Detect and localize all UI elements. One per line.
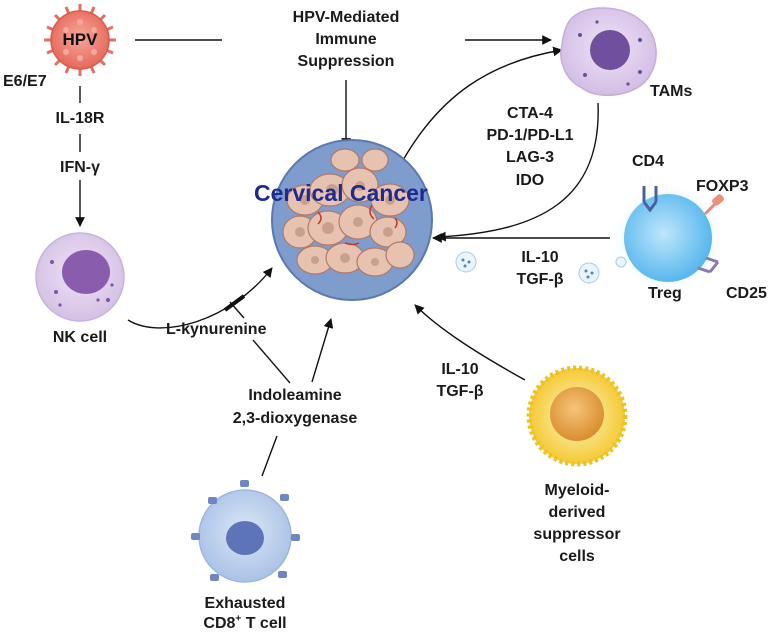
cd25-receptor-icon	[697, 256, 720, 274]
cd4-receptor-icon	[642, 186, 658, 213]
mdsc-cell-icon	[526, 365, 628, 467]
ido-to-cancer-arrow	[311, 318, 334, 383]
e6-e7-label: E6/E7	[3, 73, 47, 90]
ifn-gamma-label: IFN-γ	[60, 159, 100, 176]
nk-cell-icon	[35, 232, 125, 322]
treg-cytokine-2: TGF-β	[516, 271, 564, 288]
nk-to-cancer-arrow	[127, 267, 273, 329]
treg-cytokine-1: IL-10	[521, 249, 559, 266]
kyn-inhibit-bar	[223, 294, 246, 312]
mdsc-to-cancer-arrow	[414, 304, 526, 381]
tumor-nuclei	[295, 181, 395, 266]
mdsc-label-4: cells	[559, 548, 595, 565]
cytokine-vesicles	[455, 251, 627, 284]
ido-line2: 2,3-dioxygenase	[232, 410, 358, 427]
tams-label: TAMs	[650, 83, 693, 100]
mdsc-cytokine-2: TGF-β	[436, 383, 484, 400]
mdsc-label-3: suppressor	[533, 526, 621, 543]
checkpoint-4: IDO	[515, 172, 545, 189]
tumor-vessels	[317, 204, 398, 246]
checkpoint-2: PD-1/PD-L1	[486, 127, 574, 144]
ido-to-kyn-line	[252, 339, 291, 384]
foxp3-receptor-icon	[703, 194, 724, 216]
cd8-prefix: CD8	[203, 615, 236, 632]
mdsc-label-2: derived	[548, 504, 606, 521]
cervical-cancer-title: Cervical Cancer	[254, 180, 428, 206]
treg-label: Treg	[648, 285, 682, 302]
cervical-cancer-mass	[271, 139, 433, 301]
top-title-line1: HPV-Mediated	[292, 9, 400, 26]
hpv-virus-icon	[44, 4, 116, 76]
mdsc-label-1: Myeloid-	[544, 482, 610, 499]
il-18r-label: IL-18R	[55, 110, 105, 127]
checkpoint-3: LAG-3	[506, 149, 554, 166]
cd8-label-line1: Exhausted	[204, 595, 286, 612]
checkpoint-1: CTA-4	[507, 105, 553, 122]
tams-to-cancer-arrow	[436, 102, 599, 242]
top-title-line2: Immune	[315, 31, 377, 48]
cd8-suffix: T cell	[241, 615, 287, 632]
mdsc-cytokine-1: IL-10	[441, 361, 479, 378]
cd4-label: CD4	[632, 153, 665, 170]
ido-line1: Indoleamine	[248, 387, 342, 404]
hpv-badge-label: HPV	[62, 30, 98, 49]
l-kynurenine-label: L-kynurenine	[166, 321, 267, 338]
nk-cell-label: NK cell	[52, 329, 108, 346]
foxp3-label: FOXP3	[696, 178, 749, 195]
tam-macrophage-icon	[560, 7, 657, 96]
connectors	[75, 35, 610, 477]
cd25-label: CD25	[726, 285, 767, 302]
treg-cell-icon	[612, 182, 724, 294]
top-title-line3: Suppression	[297, 53, 395, 70]
cd8-t-cell-icon	[191, 480, 300, 583]
cancer-to-tams-arrow	[401, 46, 563, 163]
cd8-superscript: +	[235, 613, 242, 625]
cd8-label-line2: CD8+ T cell	[170, 614, 320, 633]
cd8-to-ido-line	[261, 435, 278, 477]
